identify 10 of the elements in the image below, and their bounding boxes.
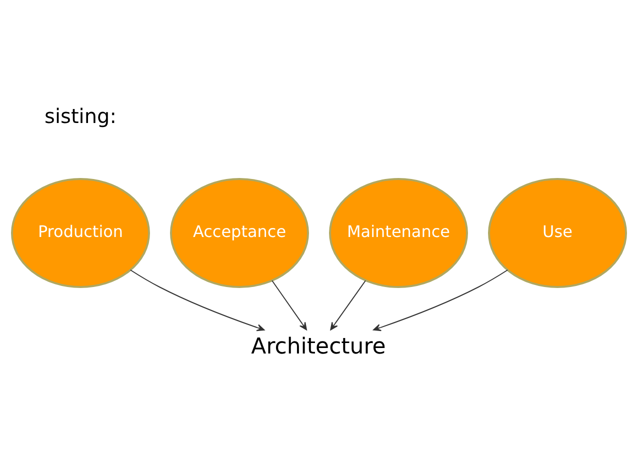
label: sisting: (44, 104, 116, 128)
node-text: Architecture (251, 334, 386, 360)
node-ellipse: Maintenance (329, 178, 468, 288)
node-ellipse: Acceptance (170, 178, 309, 288)
arrow (330, 280, 366, 330)
arrow (130, 270, 265, 332)
arrow (373, 270, 508, 332)
arrow (272, 280, 307, 330)
node-ellipse: Production (11, 178, 150, 288)
node-ellipse: Use (488, 178, 627, 288)
